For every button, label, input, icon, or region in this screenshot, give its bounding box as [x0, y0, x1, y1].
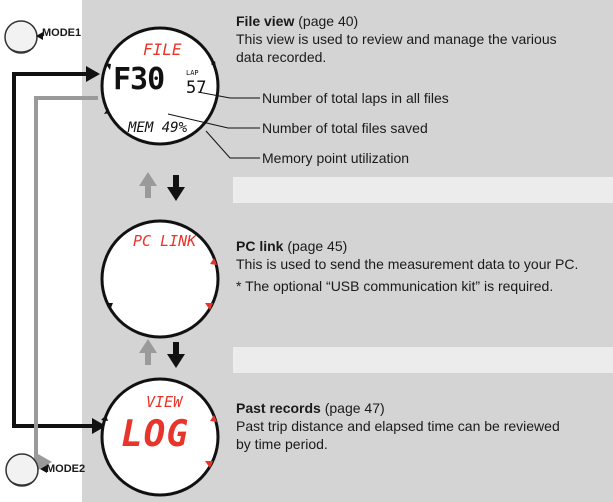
file-view-desc-1: This view is used to review and manage t… [236, 31, 557, 47]
mode1-label: MODE1 [42, 27, 82, 39]
loop-arrowhead-right [86, 66, 100, 82]
pc-link-section: PC link (page 45) This is used to send t… [236, 237, 611, 295]
callout-line-memory [205, 130, 260, 159]
callout-line-files [167, 113, 260, 129]
separator-bar [233, 177, 613, 203]
pc-link-heading: PC link (page 45) [236, 237, 611, 255]
file-display-count: F30 [113, 62, 165, 97]
mode1-loop-line [12, 72, 99, 428]
loop-arrowhead-right [38, 454, 52, 470]
file-display-laps: 57 [186, 78, 207, 98]
separator-bar [233, 347, 613, 373]
nav-arrows-2 [139, 339, 185, 368]
pclink-display-header: PC LINK [133, 232, 197, 250]
pc-link-note: * The optional “USB communication kit” i… [236, 278, 554, 294]
past-records-desc-2: by time period. [236, 436, 328, 452]
past-records-heading: Past records (page 47) [236, 399, 611, 417]
file-view-title: File view [236, 13, 295, 29]
view-display-header: VIEW [146, 393, 183, 411]
file-display-memory: MEM 49% [128, 120, 188, 136]
callout-total-files: Number of total files saved [262, 120, 428, 136]
mode1-button [4, 20, 38, 54]
file-display-header: FILE [143, 40, 182, 59]
watch-face-pclink [100, 219, 220, 339]
mode2-loop-line [34, 96, 98, 464]
watch-face-view [100, 377, 220, 497]
file-view-page-ref: (page 40) [298, 13, 359, 29]
loop-arrowhead-right [92, 418, 106, 434]
past-records-page-ref: (page 47) [324, 400, 385, 416]
past-records-desc-1: Past trip distance and elapsed time can … [236, 418, 560, 434]
callout-memory: Memory point utilization [262, 150, 410, 166]
file-display-lap-label: LAP [186, 69, 199, 77]
view-display-main: LOG [121, 414, 190, 455]
callout-line-laps [197, 91, 260, 99]
file-view-desc-2: data recorded. [236, 49, 327, 65]
pc-link-page-ref: (page 45) [287, 238, 348, 254]
nav-arrows-1 [139, 172, 185, 201]
mode2-button [5, 453, 39, 487]
callout-total-laps: Number of total laps in all files [262, 90, 449, 106]
past-records-section: Past records (page 47) Past trip distanc… [236, 399, 611, 453]
watch-face-file [100, 26, 220, 146]
file-view-heading: File view (page 40) [236, 12, 608, 30]
pc-link-desc: This is used to send the measurement dat… [236, 256, 579, 272]
file-view-section: File view (page 40) This view is used to… [236, 12, 608, 66]
pc-link-title: PC link [236, 238, 284, 254]
mode2-label: MODE2 [46, 463, 86, 475]
past-records-title: Past records [236, 400, 321, 416]
